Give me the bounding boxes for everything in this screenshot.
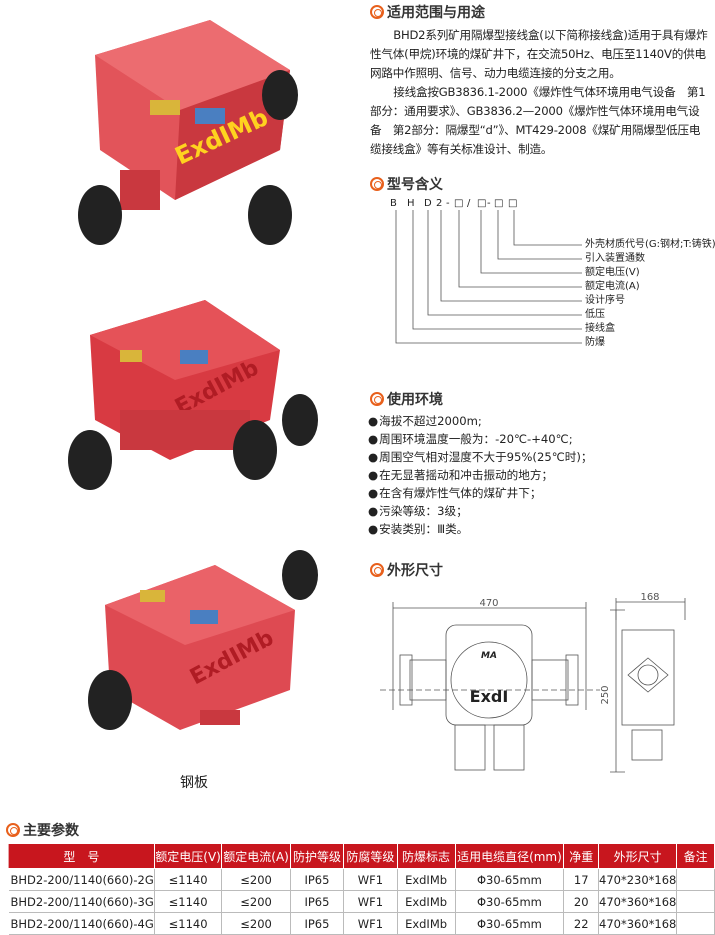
col-header: 额定电压(V) — [153, 843, 223, 869]
model-leader-lines — [395, 210, 582, 344]
params-table: 型 号 额定电压(V) 额定电流(A) 防护等级 防腐等级 防爆标志 适用电缆直… — [8, 843, 715, 935]
table-cell: IP65 — [290, 890, 345, 913]
model-meaning: 额定电流(A) — [585, 281, 640, 292]
model-meaning: 低压 — [585, 309, 605, 320]
col-header: 防腐等级 — [343, 843, 398, 869]
depth-dimension: 168 — [640, 592, 659, 603]
env-item: 在含有爆炸性气体的煤矿井下； — [368, 484, 710, 502]
table-cell: 470*360*168 — [598, 912, 678, 935]
table-cell: ≤1140 — [154, 868, 223, 891]
table-cell: 470*230*168 — [598, 868, 678, 891]
table-cell: 20 — [563, 890, 599, 913]
params-section: 主要参数 — [6, 820, 346, 840]
col-header: 防护等级 — [289, 843, 345, 869]
col-header: 备注 — [676, 843, 715, 869]
ma-logo: MA — [481, 651, 497, 661]
model-meaning: 接线盒 — [585, 323, 615, 334]
table-cell — [676, 912, 715, 935]
table-cell: 17 — [563, 868, 599, 891]
env-item: 周围环境温度一般为：-20℃-+40℃; — [368, 430, 710, 448]
product-photo-3way: ExdIMb — [68, 300, 318, 490]
section-title: 型号含义 — [387, 177, 443, 193]
model-meaning: 额定电压(V) — [585, 267, 640, 278]
table-cell: ≤200 — [221, 890, 291, 913]
width-dimension: 470 — [479, 598, 498, 609]
section-ring-icon — [370, 563, 384, 577]
col-header: 额定电流(A) — [221, 843, 291, 869]
env-item: 污染等级：3级； — [368, 502, 710, 520]
table-cell — [676, 868, 715, 891]
section-title: 外形尺寸 — [387, 563, 443, 579]
scope-section: 适用范围与用途 BHD2系列矿用隔爆型接线盒(以下简称接线盒)适用于具有爆炸性气… — [370, 2, 710, 159]
env-item: 安装类别：Ⅲ类。 — [368, 520, 710, 538]
table-cell: ≤1140 — [154, 912, 223, 935]
table-cell — [676, 890, 715, 913]
section-title: 使用环境 — [387, 392, 443, 408]
height-dimension: 250 — [600, 685, 611, 704]
col-header: 型 号 — [8, 843, 155, 869]
photo-caption: 钢板 — [180, 775, 208, 791]
table-cell: ≤200 — [221, 912, 291, 935]
table-cell: BHD2-200/1140(660)-2G — [8, 868, 155, 891]
junction-box-illustration: ExdIMb — [78, 20, 298, 245]
table-cell: WF1 — [343, 912, 398, 935]
section-ring-icon — [370, 5, 384, 19]
col-header: 净重 — [563, 843, 599, 869]
model-meaning: 引入装置通数 — [585, 253, 645, 264]
env-item: 在无显著摇动和冲击振动的地方； — [368, 466, 710, 484]
section-title: 主要参数 — [23, 823, 79, 839]
env-item: 海拔不超过2000m; — [368, 412, 710, 430]
table-cell: WF1 — [343, 890, 398, 913]
table-cell: Φ30-65mm — [455, 890, 565, 913]
table-cell: BHD2-200/1140(660)-3G — [8, 890, 155, 913]
model-section: 型号含义 — [370, 174, 710, 194]
table-cell: ≤200 — [221, 868, 291, 891]
table-cell: WF1 — [343, 868, 398, 891]
product-photo-2way: ExdIMb — [78, 20, 298, 245]
exd-marking: ExdI — [470, 687, 509, 706]
env-item: 周围空气相对湿度不大于95%(25℃时)； — [368, 448, 710, 466]
model-meaning: 防爆 — [585, 337, 605, 348]
dimension-drawing: 470 168 250 ExdI MA — [380, 592, 686, 773]
table-cell: ≤1140 — [154, 890, 223, 913]
section-ring-icon — [370, 392, 384, 406]
table-cell: IP65 — [290, 912, 345, 935]
col-header: 适用电缆直径(mm) — [454, 843, 565, 869]
table-cell: 22 — [563, 912, 599, 935]
product-photo-4way: ExdIMb — [88, 550, 318, 730]
standards-paragraph: 接线盒按GB3836.1-2000《爆炸性气体环境用电气设备 第1部分：通用要求… — [370, 85, 706, 156]
table-cell: Φ30-65mm — [455, 912, 565, 935]
environment-section: 使用环境 海拔不超过2000m; 周围环境温度一般为：-20℃-+40℃; 周围… — [370, 389, 710, 538]
col-header: 外形尺寸 — [597, 843, 678, 869]
table-cell: Φ30-65mm — [455, 868, 565, 891]
table-cell: ExdIMb — [397, 868, 456, 891]
table-cell: BHD2-200/1140(660)-4G — [8, 912, 155, 935]
section-ring-icon — [370, 177, 384, 191]
table-header-row: 型 号 额定电压(V) 额定电流(A) 防护等级 防腐等级 防爆标志 适用电缆直… — [8, 843, 715, 869]
model-meaning: 外壳材质代号(G:钢材;T:铸铁) — [585, 239, 715, 250]
table-cell: ExdIMb — [397, 912, 456, 935]
model-meaning: 设计序号 — [585, 295, 625, 306]
scope-paragraph: BHD2系列矿用隔爆型接线盒(以下简称接线盒)适用于具有爆炸性气体(甲烷)环境的… — [370, 28, 708, 80]
table-cell: ExdIMb — [397, 890, 456, 913]
junction-box-illustration: ExdIMb — [68, 300, 318, 490]
section-title: 适用范围与用途 — [387, 5, 485, 21]
dimensions-section: 外形尺寸 — [370, 560, 710, 580]
junction-box-illustration: ExdIMb — [88, 550, 318, 730]
table-cell: 470*360*168 — [598, 890, 678, 913]
section-ring-icon — [6, 823, 20, 837]
col-header: 防爆标志 — [396, 843, 456, 869]
table-cell: IP65 — [290, 868, 345, 891]
